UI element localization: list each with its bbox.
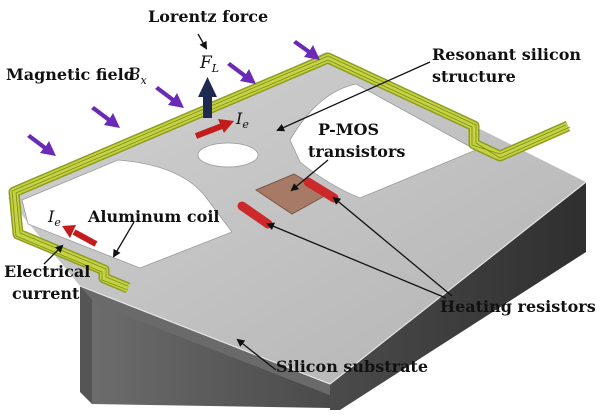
- field-arrow-2: [227, 62, 256, 84]
- magnetic-field-arrows: [27, 40, 320, 156]
- substrate-top-edge: [79, 181, 587, 385]
- force-arrow-head: [198, 77, 217, 97]
- substrate-side-face: [330, 182, 586, 410]
- leader-resonant: [276, 61, 431, 132]
- coil-trace-line-2: [11, 55, 571, 291]
- label-electrical-line1: Electrical: [4, 262, 90, 281]
- current-arrow-left-shaft: [72, 229, 98, 247]
- heating-resistor-right: [303, 177, 339, 203]
- label-resonant-line1: Resonant silicon: [432, 45, 581, 64]
- cavities: [21, 83, 477, 269]
- cavity-left: [21, 159, 233, 269]
- label-lorentz-force: Lorentz force: [148, 7, 268, 26]
- label-field-symbol: Bx: [127, 65, 148, 87]
- label-force-symbol: FL: [199, 53, 219, 75]
- label-pmos-line1: P-MOS: [318, 120, 379, 139]
- current-arrows: [62, 119, 234, 247]
- label-electrical-line2: current: [12, 284, 80, 303]
- label-aluminum-coil: Aluminum coil: [87, 207, 219, 226]
- aluminum-coil: [8, 52, 571, 294]
- leader-coil: [112, 221, 135, 258]
- leader-substrate: [236, 338, 277, 371]
- label-heating-resistors: Heating resistors: [440, 297, 596, 316]
- leader-lines: [43, 33, 453, 371]
- label-current-left: Ie: [47, 207, 61, 229]
- leader-heater-left: [266, 222, 447, 299]
- substrate-left-face: [80, 286, 92, 404]
- label-resonant-line2: structure: [432, 67, 516, 86]
- label-magnetic-field: Magnetic field: [6, 65, 135, 84]
- current-arrow-left-head: [62, 225, 76, 238]
- leader-pmos: [290, 159, 329, 192]
- leader-electrical: [43, 244, 64, 265]
- field-arrow-3: [155, 86, 184, 108]
- lorentz-force-arrow: [198, 77, 217, 118]
- field-arrow-5: [27, 134, 56, 156]
- leader-heater-right: [332, 196, 453, 297]
- label-silicon-substrate: Silicon substrate: [276, 357, 428, 376]
- field-arrow-4: [91, 106, 120, 128]
- heating-resistors: [237, 177, 339, 229]
- cavity-hole: [197, 142, 259, 168]
- field-arrow-1: [293, 40, 320, 60]
- current-arrow-top-shaft: [194, 123, 224, 139]
- leader-lorentz: [197, 33, 207, 50]
- substrate-front-face-main: [80, 182, 586, 396]
- substrate-front-face: [80, 296, 330, 408]
- heating-resistor-left: [237, 201, 273, 229]
- label-pmos-line2: transistors: [308, 142, 405, 161]
- label-current-top: Ie: [235, 109, 249, 131]
- force-arrow-shaft: [203, 96, 212, 118]
- current-arrow-top-head: [218, 119, 234, 133]
